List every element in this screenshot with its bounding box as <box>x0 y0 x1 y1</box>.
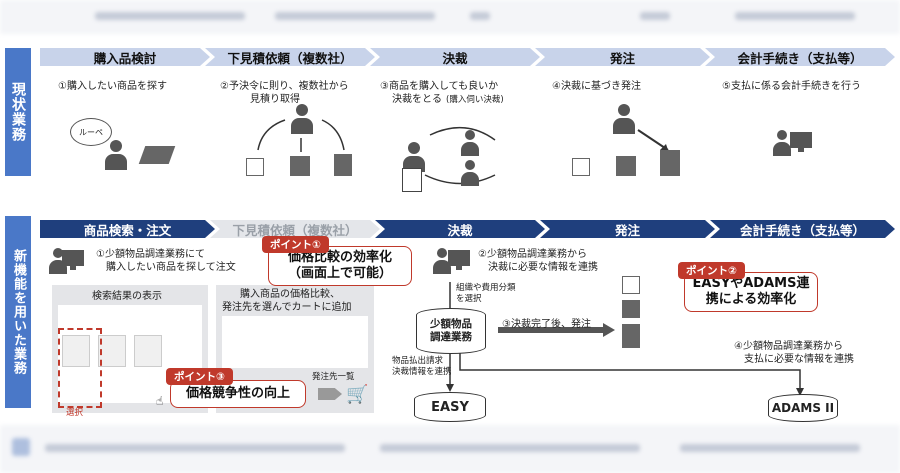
person-icon <box>432 248 452 274</box>
blurred-icon <box>12 438 30 456</box>
point2-badge: ポイント② <box>678 262 745 279</box>
system-database: 少額物品 調達業務 <box>416 308 486 354</box>
blurred-text <box>680 444 860 452</box>
new-note-4b: 支払に必要な情報を連携 <box>744 354 854 365</box>
current-step-4: 発注 <box>535 48 710 66</box>
blurred-text <box>95 12 245 20</box>
point1-badge: ポイント① <box>262 236 329 253</box>
product-thumb[interactable] <box>62 335 90 367</box>
point1-line2: （画面上で可能） <box>287 266 392 281</box>
current-desc-1: ①購入したい商品を探す <box>58 81 167 92</box>
new-step-4: 発注 <box>540 220 715 238</box>
new-step-1: 商品検索・注文 <box>40 220 215 238</box>
monitor-icon <box>448 250 470 270</box>
person-icon <box>104 140 128 170</box>
person-icon <box>772 130 792 156</box>
loupe-bubble: ルーペ <box>70 118 112 146</box>
blurred-text <box>640 12 670 20</box>
document-icon <box>402 168 422 192</box>
system-line-2: 調達業務 <box>430 331 472 343</box>
point2-line1: EASYやADAMS連 <box>692 276 810 291</box>
person-icon <box>460 130 480 156</box>
new-step-3: 決裁 <box>375 220 545 238</box>
current-desc-2b: 見積り取得 <box>250 94 300 105</box>
building-icon <box>246 158 264 176</box>
search-panel-title: 検索結果の表示 <box>92 291 162 302</box>
blurred-text <box>275 12 435 20</box>
person-icon <box>48 248 68 274</box>
current-desc-3a: ③商品を購入しても良いか <box>380 81 499 92</box>
side-label-new: 新機能を用いた業務 <box>5 216 31 408</box>
monitor-icon <box>62 250 84 270</box>
building-icon <box>622 276 640 294</box>
building-icon <box>334 154 352 176</box>
current-step-2: 下見積依頼（複数社） <box>205 48 375 66</box>
point3-badge: ポイント③ <box>166 368 233 385</box>
side-label-current: 現状業務 <box>5 48 31 176</box>
blurred-text <box>735 12 855 20</box>
current-desc-3c: (購入伺い決裁) <box>446 95 504 105</box>
person-icon <box>290 104 314 134</box>
easy-label: EASY <box>431 399 469 415</box>
point3-text: 価格競争性の向上 <box>185 386 290 401</box>
new-step-2: 下見積依頼（複数社） <box>210 220 380 238</box>
order-list-label: 発注先一覧 <box>312 372 355 382</box>
new-note-3: ③決裁完了後、発注 <box>502 319 591 330</box>
blurred-text <box>380 444 640 452</box>
current-desc-4: ④決裁に基づき発注 <box>552 81 641 92</box>
product-thumb[interactable] <box>134 335 162 367</box>
new-step-5: 会計手続き（支払等） <box>710 220 895 238</box>
org-note-1: 組織や費用分類 <box>456 283 516 293</box>
adams-label: ADAMS II <box>771 401 835 415</box>
current-desc-5: ⑤支払に係る会計手続きを行う <box>722 81 861 92</box>
compare-screen <box>222 316 368 368</box>
loupe-label: ルーペ <box>79 127 103 137</box>
new-note-2a: ②少額物品調達業務から <box>478 249 587 260</box>
easy-database: EASY <box>414 392 486 422</box>
building-icon <box>616 156 636 176</box>
arrow-icon <box>318 388 342 400</box>
point3-callout: 価格競争性の向上 <box>170 380 306 408</box>
cart-icon: 🛒 <box>346 384 369 405</box>
current-desc-3b: 決裁をとる <box>392 94 442 105</box>
selected-item-frame <box>58 328 102 408</box>
bill-note-1: 物品払出請求 <box>392 356 444 366</box>
person-icon <box>460 160 480 186</box>
point2-line2: 携による効率化 <box>705 292 797 307</box>
building-icon <box>622 324 640 348</box>
org-note-2: を選択 <box>456 294 482 304</box>
new-note-2b: 決裁に必要な情報を連携 <box>488 262 598 273</box>
blurred-text <box>470 12 490 20</box>
building-icon <box>572 158 590 176</box>
current-step-3: 決裁 <box>370 48 540 66</box>
building-icon <box>290 156 310 176</box>
building-icon <box>622 300 640 318</box>
point1-line1: 価格比較の効率化 <box>287 250 392 265</box>
current-step-5: 会計手続き（支払等） <box>705 48 895 66</box>
select-label: 選択 <box>66 408 84 418</box>
compare-line-2: 発注先を選んでカートに追加 <box>222 302 352 313</box>
new-note-4a: ④少額物品調達業務から <box>734 341 843 352</box>
bill-note-2: 決裁情報を連携 <box>392 367 452 377</box>
new-note-1b: 購入したい商品を探して注文 <box>106 262 236 273</box>
new-note-1a: ①少額物品調達業務にて <box>96 249 205 260</box>
system-line-1: 少額物品 <box>430 318 472 330</box>
monitor-icon <box>790 132 812 152</box>
building-icon <box>660 150 680 176</box>
product-thumb[interactable] <box>98 335 126 367</box>
person-icon <box>612 104 636 134</box>
blurred-text <box>45 444 345 452</box>
current-step-1: 購入品検討 <box>40 48 210 66</box>
current-desc-2a: ②予決令に則り、複数社から <box>220 81 349 92</box>
compare-line-1: 購入商品の価格比較、 <box>240 289 340 300</box>
pointer-icon: ☝ <box>156 394 164 408</box>
adams-database: ADAMS II <box>768 394 838 422</box>
